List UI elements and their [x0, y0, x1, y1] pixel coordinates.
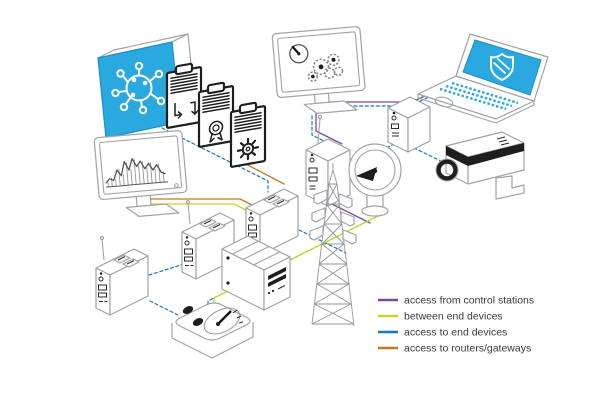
- camera-lens-ring: [435, 158, 459, 182]
- tower-arms-left: [309, 189, 328, 241]
- legend-label-routers-gateways: access to routers/gateways: [404, 343, 531, 355]
- camera-side-stripe: [468, 143, 524, 166]
- legend-label-between-devices: between end devices: [404, 311, 503, 323]
- camera-front-stripe: [446, 146, 468, 166]
- security-laptop: [417, 33, 549, 124]
- gatewayB-antenna-tip: [186, 200, 190, 204]
- clipboard-text-lines: [234, 111, 262, 134]
- connection-cube-to-gatewayA: [151, 122, 269, 193]
- cctv-camera: [435, 131, 525, 200]
- plc-port-dot: [267, 291, 271, 295]
- router-port: [309, 157, 315, 163]
- router-slot: [308, 167, 318, 174]
- monitor-base: [303, 100, 358, 114]
- chart-monitor: [93, 130, 188, 217]
- tower-lattice: [311, 183, 355, 325]
- monitor-base: [125, 203, 180, 217]
- router-led: [310, 153, 314, 157]
- router-antenna-tip: [317, 114, 323, 120]
- monitor-bezel: [271, 26, 366, 99]
- laptop-base-edge: [417, 94, 535, 124]
- clipboard-text-lines: [202, 91, 230, 114]
- plc-screw: [226, 281, 230, 285]
- routerbox-vent: [392, 132, 399, 137]
- routerbox-led: [392, 111, 396, 115]
- laptop-keyboard: [439, 81, 519, 111]
- routerbox-port: [391, 115, 397, 121]
- clipboard-clip: [206, 81, 226, 95]
- connection-gatewayA-down: [298, 229, 347, 254]
- meter-pivot: [216, 322, 220, 326]
- legend-label-end-devices: access to end devices: [404, 327, 507, 339]
- monitor-screen: [277, 31, 361, 93]
- plc-controller: [221, 235, 291, 311]
- flowchart-icon: [174, 101, 199, 119]
- meter-knob: [182, 306, 194, 314]
- routerbox-side: [407, 106, 431, 153]
- plc-vent-block: [268, 267, 286, 287]
- tower-arms-right: [338, 193, 357, 245]
- clipboard-text-lines: [170, 72, 198, 95]
- connection-gatewayC-to-meter: [149, 300, 179, 316]
- camera-lens-icon: [436, 159, 458, 181]
- router-antenna: [317, 117, 321, 145]
- connection-router-to-gauge: [331, 203, 371, 224]
- router-vent: [309, 185, 316, 190]
- meter-dial: [203, 307, 241, 335]
- shield-icon: [490, 53, 514, 81]
- monitor-bezel: [93, 130, 188, 201]
- gauge-gears-icon: [289, 44, 344, 82]
- tower-legs: [311, 163, 355, 327]
- panel-meter: [171, 302, 254, 359]
- legend: access from control stations between end…: [378, 295, 534, 355]
- analog-gauge: [348, 143, 402, 217]
- legend-label-control-stations: access from control stations: [404, 295, 534, 307]
- meter-needle: [217, 310, 232, 325]
- clipboard-flowchart: [165, 62, 203, 129]
- transmission-tower: [309, 163, 357, 327]
- routerbox-slot: [391, 123, 399, 129]
- wireless-router: [305, 114, 351, 207]
- gear-icon: [236, 137, 260, 161]
- certificate-icon: [208, 120, 224, 143]
- tower-rungs: [312, 183, 354, 325]
- connection-control-to-router: [315, 111, 343, 145]
- plc-top-ridges: [232, 240, 280, 266]
- connection-gatewayB-to-gatewayC: [145, 263, 185, 277]
- gauge-pivot: [372, 168, 378, 174]
- gauge-base: [361, 205, 389, 217]
- gatewayC-antenna: [101, 238, 105, 261]
- meter-ticks: [232, 309, 244, 324]
- network-hub-icon: [111, 61, 166, 115]
- meter-knob: [192, 318, 204, 326]
- clipboard-clip: [238, 101, 258, 115]
- laptop-screen: [462, 39, 542, 96]
- area-chart-icon: [105, 158, 179, 188]
- gatewayC-antenna-tip: [100, 236, 104, 240]
- gatewayB-antenna: [187, 202, 191, 225]
- monitor-screen: [99, 135, 183, 195]
- plc-port-slot: [277, 285, 286, 290]
- camera-vents: [496, 136, 510, 146]
- meter-top: [175, 302, 251, 341]
- plc-port-dot: [271, 289, 275, 293]
- camera-bracket: [495, 175, 525, 200]
- router-slot: [308, 176, 318, 182]
- laptop-touchpad: [434, 96, 454, 108]
- clipboard-clip: [174, 62, 194, 76]
- clipboard-certificate: [197, 81, 235, 148]
- connection-clipboards-to-gatewayA: [241, 161, 285, 185]
- clipboard-gear: [229, 101, 267, 168]
- gauge-needle: [356, 167, 377, 181]
- plc-screw: [226, 256, 230, 260]
- gauge-face: [354, 149, 396, 191]
- control-station-monitor: [271, 26, 366, 114]
- router-box: [387, 96, 431, 153]
